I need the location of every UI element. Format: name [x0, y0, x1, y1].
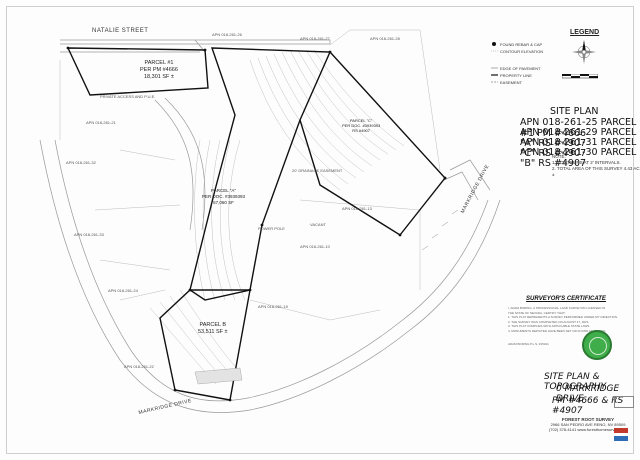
apn-line: APN 018-261-30 PARCEL "B" RS #4907: [520, 147, 637, 169]
property-boundary: [66, 47, 446, 401]
scale-bar: [562, 74, 598, 79]
apn-line: APN 018-261-29 PARCEL "A" RS #4907: [520, 127, 637, 149]
certificate-title: SURVEYOR'S CERTIFICATE: [526, 296, 606, 302]
parcel-1-name: PARCEL #1: [144, 60, 174, 66]
apn-line: APN 018-261-31 PARCEL "C" RS #4907: [520, 137, 637, 159]
easement-label: 20' DRAINAGE EASEMENT: [292, 168, 343, 173]
driveway: [194, 367, 243, 385]
apn-label: APN 018-261-21: [86, 120, 116, 125]
certificate-line: 4. MONUMENTS DEPICTED HAVE BEEN SET OR F…: [508, 328, 607, 333]
certificate-signature: ADAM BORING P.L.S. #15341: [508, 341, 549, 346]
legend-symbols: [491, 42, 498, 83]
note-line: 1. CONTOURS AT 2' INTERVALS.: [552, 160, 621, 165]
company-logo-icon: [614, 436, 628, 441]
certificate-text: I, ADAM BORING, A PROFESSIONAL LAND SURV…: [508, 306, 624, 334]
access-label: PRIVATE ACCESS AND P.U.E.: [100, 94, 156, 99]
surveyor-certificate: SURVEYOR'S CERTIFICATE I, ADAM BORING, A…: [508, 296, 624, 346]
apn-label: APN 018-261-24: [108, 288, 138, 293]
north-arrow-icon: [572, 40, 596, 64]
legend-item: PROPERTY LINE: [500, 73, 532, 78]
apn-label: APN 018-261-26: [212, 32, 242, 37]
sheet-border: [6, 6, 634, 454]
vacant-label: VACANT: [310, 222, 326, 227]
parcel-b-area: 53,511 SF ±: [198, 329, 228, 335]
apn-label: APN 018-261-33: [74, 232, 104, 237]
company-name: FOREST ROOT SURVEY: [561, 417, 615, 422]
certificate-line: I, ADAM BORING, A PROFESSIONAL LAND SURV…: [508, 306, 606, 310]
legend-item: EDGE OF PAVEMENT: [500, 66, 541, 71]
parcel-a-label: PARCEL "A" PER DOC. #3939393 57,060 SF: [202, 188, 245, 206]
title-block-line-1: SITE PLAN & TOPOGRAPHY: [544, 372, 607, 392]
certificate-line: 3. THIS PLAT COMPLIES WITH APPLICABLE ST…: [508, 324, 591, 329]
parcel-1-area: 18,301 SF ±: [143, 74, 174, 80]
apn-label: APN 018-261-19: [258, 304, 288, 309]
notes-title: NOTE:: [552, 154, 566, 159]
parcel-c-ref: PER DOC. #3939393: [342, 123, 381, 128]
certificate-line: THE STATE OF NEVADA, CERTIFY THAT:: [508, 310, 566, 315]
parcel-c-label: PARCEL "C" PER DOC. #3939393 RS #4907: [342, 118, 380, 133]
monuments: [66, 46, 447, 402]
certificate-line: 2. THE SURVEY WAS COMPLETED ON AUGUST 17…: [508, 319, 590, 324]
company-address: 2966 SAN PEDRO AVE RENO, NV 89509: [550, 422, 626, 427]
site-plan-heading: SITE PLAN: [550, 106, 599, 117]
legend-item: EASEMENT: [500, 80, 523, 85]
title-block-line-2: 0 MARKRIDGE DRIVE: [556, 384, 620, 404]
company-contact: (702) 378-4141 www.foresthomesurvey.com: [548, 427, 628, 432]
parcel-a-ref: PER DOC. #3939393: [202, 194, 246, 199]
apn-label: APN 018-261-32: [66, 160, 96, 165]
parcel-c-rs: RS #4907: [352, 128, 371, 133]
stationing: [421, 209, 459, 251]
legend-item: FOUND REBAR & CAP: [500, 42, 543, 47]
power-pole-label: POWER POLE: [258, 226, 285, 231]
apn-label: APN 018-261-28: [370, 36, 400, 41]
parcel-b-name: PARCEL B: [199, 322, 227, 328]
contour-lines: [149, 49, 405, 385]
sheet-number-box: [614, 396, 634, 408]
note-line: 2. TOTAL AREA OF THIS SURVEY 4.43 AC ±: [552, 166, 640, 177]
apn-label: APN 018-261-13: [342, 206, 372, 211]
legend-title: LEGEND: [570, 29, 600, 36]
neighbor-lines: [59, 29, 441, 321]
parcel-a-area: 57,060 SF: [213, 200, 234, 205]
parcel-1-label: PARCEL #1 PER PM #4666 18,301 SF ±: [140, 60, 178, 81]
parcel-c-name: PARCEL "C": [349, 118, 373, 123]
parcel-1-ref: PER PM #4666: [140, 67, 178, 73]
title-block-line-3: PM #4666 & RS #4907: [552, 396, 624, 416]
legend-item: CONTOUR ELEVATION: [500, 49, 544, 54]
apn-line: APN 018-261-25 PARCEL #1 PM #4666: [520, 117, 637, 139]
apn-label: APN 018-261-27: [300, 36, 330, 41]
surveyor-seal-icon: [582, 330, 612, 360]
company-logo-icon: [614, 428, 628, 433]
certificate-line: 1. THIS PLAT REPRESENTS A SURVEY PERFORM…: [508, 315, 618, 320]
road-edges: [39, 39, 501, 413]
apn-label: APN 018-261-10: [300, 244, 330, 249]
notes: NOTE: 1. CONTOURS AT 2' INTERVALS. 2. TO…: [552, 154, 640, 178]
parcel-a-name: PARCEL "A": [211, 188, 236, 193]
parcel-b-label: PARCEL B 53,511 SF ±: [198, 322, 228, 336]
apn-label: APN 018-261-22: [124, 364, 154, 369]
street-label-natalie: NATALIE STREET: [92, 28, 149, 34]
footer-company-block: FOREST ROOT SURVEY 2966 SAN PEDRO AVE RE…: [548, 417, 628, 432]
